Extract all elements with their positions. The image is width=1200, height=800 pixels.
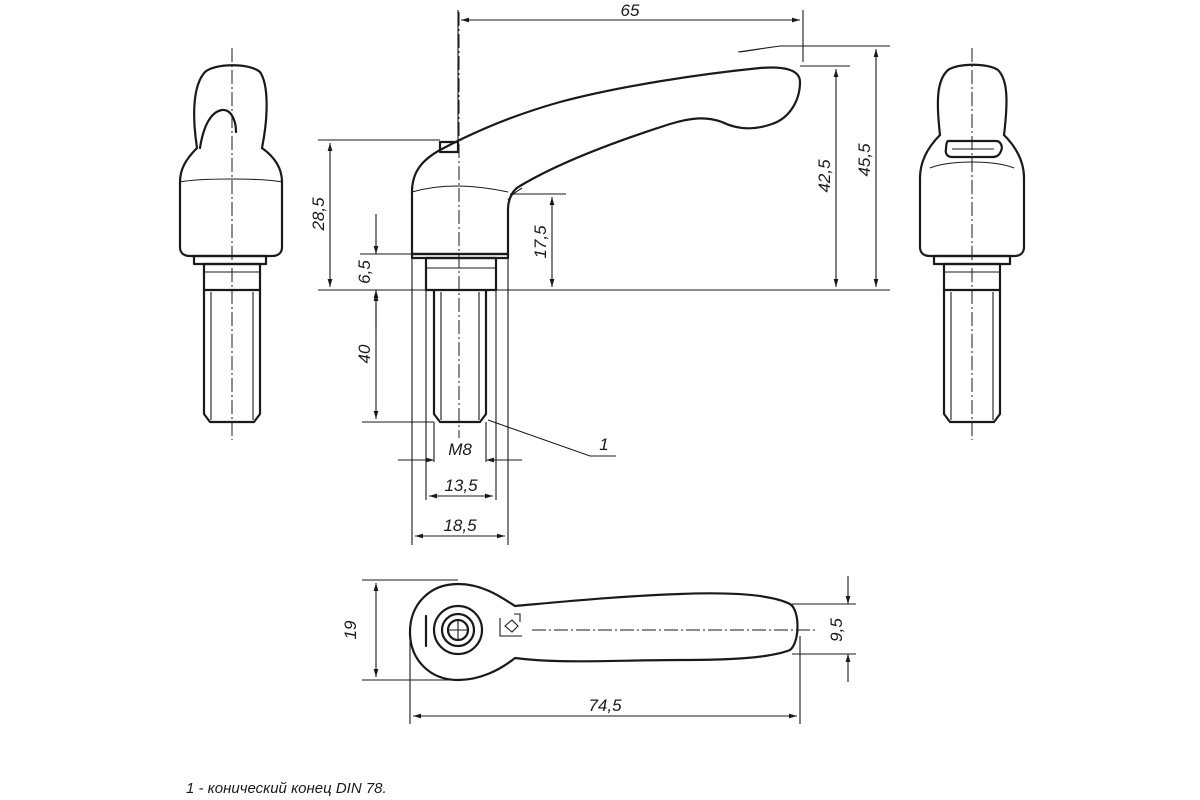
plan-view	[362, 579, 856, 724]
footnote: 1 - конический конец DIN 78.	[186, 780, 387, 797]
dim-collar-height: 6,5	[355, 260, 374, 284]
dim-total-height: 45,5	[855, 143, 874, 177]
right-side-view	[918, 48, 1026, 440]
dim-collar-diameter: 13,5	[444, 476, 478, 495]
dim-thread-length: 40	[355, 344, 374, 363]
callout-number: 1	[599, 435, 608, 454]
dim-lever-tip-width: 9,5	[827, 618, 846, 642]
left-side-view	[178, 48, 284, 440]
dim-overall-length: 65	[621, 1, 640, 20]
dimension-labels: 65 45,5 42,5 28,5 17,5 6,5 40 M8 13,5 18…	[309, 1, 874, 715]
front-view	[318, 10, 890, 545]
dimension-lines	[327, 17, 879, 719]
dim-plan-width: 19	[341, 620, 360, 639]
dim-hub-diameter: 18,5	[443, 516, 477, 535]
logo-mark-icon	[499, 613, 522, 637]
dim-hub-height: 28,5	[309, 197, 328, 232]
dim-lever-root-height: 17,5	[531, 225, 550, 259]
dim-plan-length: 74,5	[588, 696, 622, 715]
dim-lever-height: 42,5	[815, 159, 834, 193]
dim-thread: M8	[448, 440, 472, 459]
